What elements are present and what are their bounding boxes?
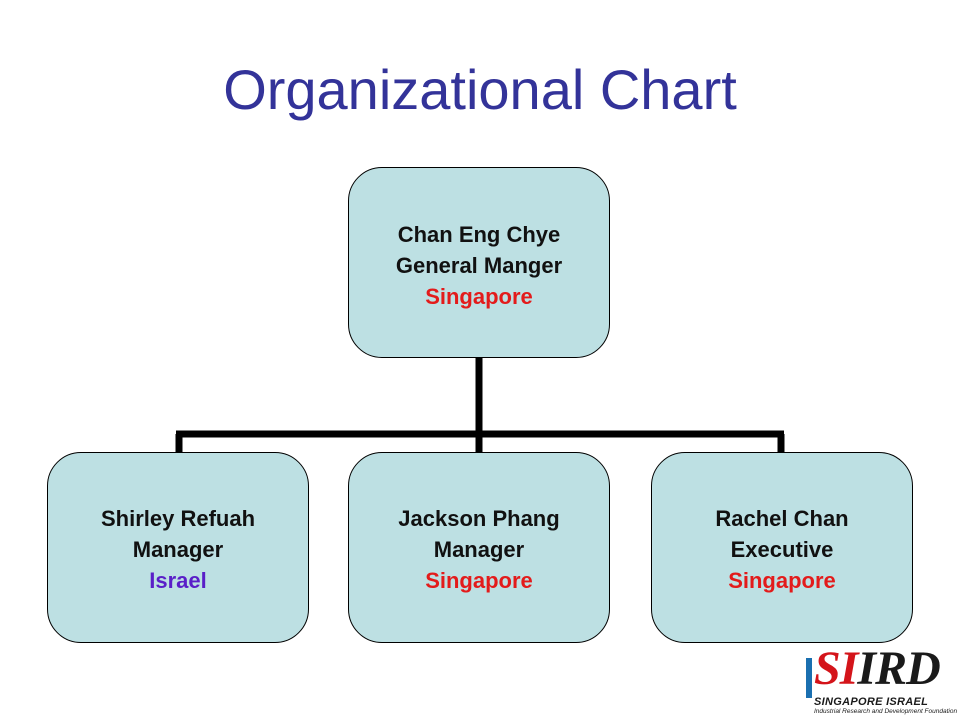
node-location: Singapore [728,568,836,593]
node-name: Chan Eng Chye [397,222,561,247]
node-name: Rachel Chan [715,506,849,531]
node-location: Israel [149,568,207,593]
logo-line1: SINGAPORE ISRAEL [814,696,929,708]
node-name: Shirley Refuah [100,506,256,531]
org-node-root: Chan Eng Chye General Manger Singapore [348,167,610,358]
org-node-child-3: Rachel Chan Executive Singapore [651,452,913,643]
siird-logo: SIIRD SINGAPORE ISRAEL Industrial Resear… [806,642,957,718]
node-name: Jackson Phang [398,506,560,531]
org-node-child-1: Shirley Refuah Manager Israel [47,452,309,643]
logo-mark: SIIRD [814,642,941,695]
logo-accent-bar [806,658,812,698]
node-role: General Manger [395,253,563,278]
node-location: Singapore [425,568,533,593]
page-title: Organizational Chart [223,58,737,121]
node-role: Executive [730,537,834,562]
node-role: Manager [132,537,224,562]
node-role: Manager [433,537,525,562]
logo-line2: Industrial Research and Development Foun… [814,708,958,715]
node-location: Singapore [425,284,533,309]
org-node-child-2: Jackson Phang Manager Singapore [348,452,610,643]
